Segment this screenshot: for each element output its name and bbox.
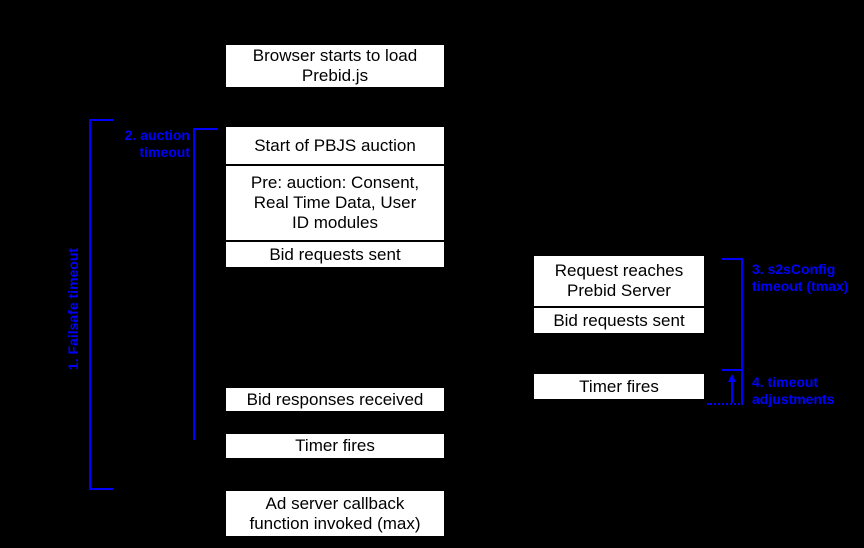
timeout-adjustment-dotted-line: [707, 403, 743, 405]
auction-timeout-label: 2. auction timeout: [124, 127, 190, 160]
request-reaches-server-box: Request reaches Prebid Server: [534, 256, 704, 308]
bid-responses-received-box: Bid responses received: [225, 387, 445, 412]
failsafe-timeout-bracket: [89, 119, 113, 490]
server-timer-fires-box: Timer fires: [533, 373, 705, 400]
auction-stack: Start of PBJS auction Pre: auction: Cons…: [225, 126, 445, 268]
timeout-adjustments-label: 4. timeout adjustments: [752, 374, 835, 407]
pre-auction-modules-box: Pre: auction: Consent, Real Time Data, U…: [226, 166, 444, 242]
browser-load-box: Browser starts to load Prebid.js: [225, 44, 445, 88]
failsafe-timeout-label: 1. Failsafe timeout: [65, 247, 81, 371]
auction-timeout-bracket: [193, 128, 218, 440]
s2s-timeout-label: 3. s2sConfig timeout (tmax): [752, 261, 849, 294]
s2s-timeout-bracket: [722, 258, 743, 371]
server-bid-requests-sent-box: Bid requests sent: [553, 310, 685, 330]
bid-requests-sent-box: Bid requests sent: [269, 244, 401, 264]
server-request-stack: Request reaches Prebid Server Bid reques…: [533, 255, 705, 334]
auction-start-box: Start of PBJS auction: [226, 127, 444, 166]
ad-server-callback-box: Ad server callback function invoked (max…: [225, 490, 445, 537]
arrow-up-shaft: [731, 381, 733, 403]
s2s-bracket-extension-line: [741, 371, 743, 405]
arrow-up-icon: [728, 374, 736, 382]
client-timer-fires-box: Timer fires: [225, 433, 445, 459]
